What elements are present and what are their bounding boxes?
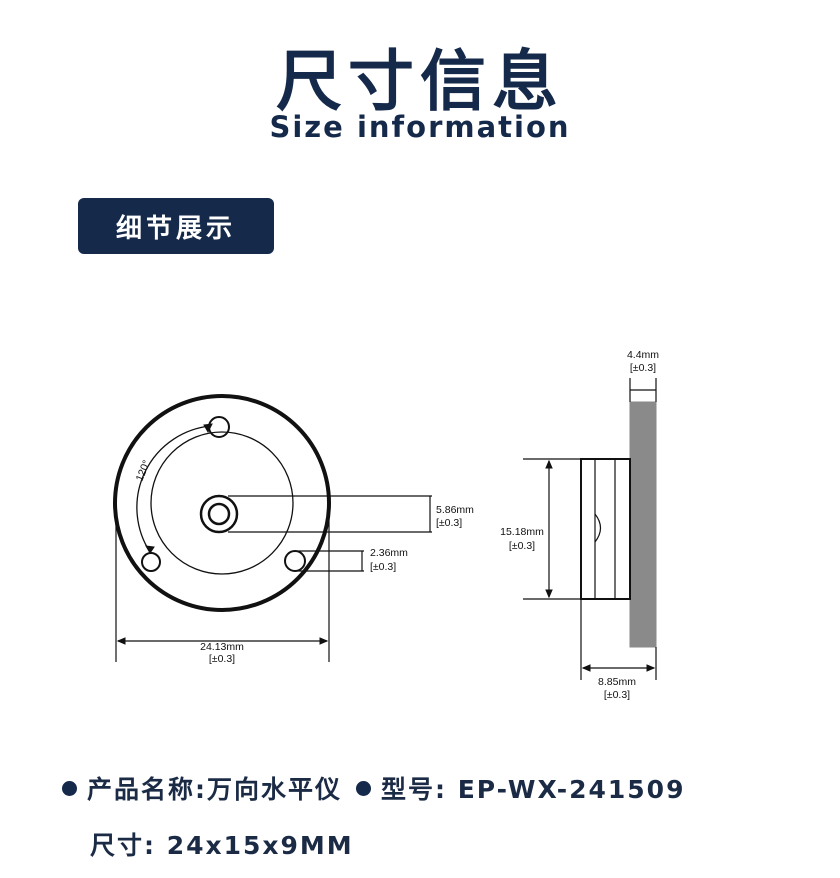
dim-center-hole-value: 5.86mm <box>436 504 474 516</box>
dim-slot-tol: [±0.3] <box>370 561 396 573</box>
arc-arrow-bottom <box>145 545 155 554</box>
side-body <box>580 458 631 600</box>
dim-bottom-tol: [±0.3] <box>604 689 630 701</box>
dim-top-value: 4.4mm <box>627 349 659 361</box>
side-bubble <box>594 513 602 543</box>
bullet-icon <box>356 780 371 796</box>
side-panel <box>629 401 657 648</box>
front-view <box>113 394 432 662</box>
page-title: 尺寸信息 <box>276 43 564 120</box>
spec-line-2: 尺寸: 24x15x9MM <box>90 826 354 862</box>
section-badge: 细节展示 <box>78 198 274 254</box>
center-hole-inner <box>207 502 231 526</box>
page-subtitle: Size information <box>269 110 571 144</box>
dim-diameter-tol: [±0.3] <box>209 653 235 665</box>
side-view <box>523 378 657 680</box>
dim-diameter-value: 24.13mm <box>200 641 244 653</box>
mount-hole-right <box>284 550 306 572</box>
dim-slot-value: 2.36mm <box>370 547 408 559</box>
outer-ring <box>113 394 331 612</box>
arc-arrow-top <box>203 423 213 434</box>
dim-bottom-value: 8.85mm <box>598 676 636 688</box>
mount-hole-top <box>208 416 230 438</box>
dim-height-tol: [±0.3] <box>509 540 535 552</box>
bullet-icon <box>62 780 77 796</box>
center-hole-outer <box>199 494 239 534</box>
angle-label: 120° <box>134 458 153 483</box>
mount-hole-left <box>141 552 161 572</box>
spec-line-1: 产品名称:万向水平仪 型号: EP-WX-241509 <box>62 770 685 806</box>
dim-height-value: 15.18mm <box>500 526 544 538</box>
product-size: 尺寸: 24x15x9MM <box>90 831 354 860</box>
dim-center-hole-tol: [±0.3] <box>436 517 462 529</box>
model-number: 型号: EP-WX-241509 <box>381 775 686 804</box>
product-name: 产品名称:万向水平仪 <box>87 775 342 804</box>
dim-top-tol: [±0.3] <box>630 362 656 374</box>
angle-arc <box>136 425 211 553</box>
inner-ring <box>150 431 294 575</box>
